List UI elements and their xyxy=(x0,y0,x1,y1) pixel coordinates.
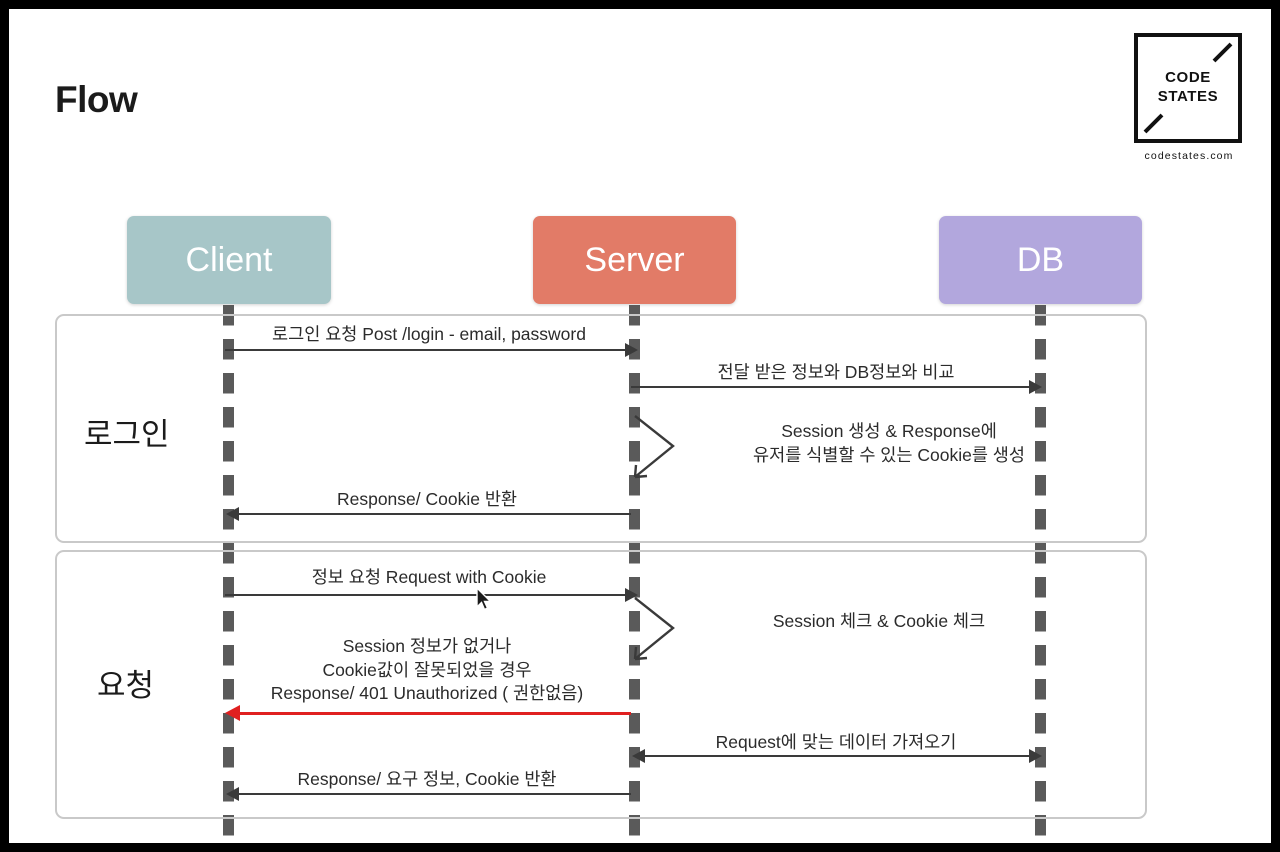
message-label-m9: Response/ 요구 정보, Cookie 반환 xyxy=(297,769,557,789)
logo-text-line1: CODE xyxy=(1165,69,1211,87)
actor-label-client: Client xyxy=(185,240,273,279)
lifeline-server xyxy=(629,305,640,843)
logo-box: CODE STATES xyxy=(1134,33,1242,143)
message-label-m6: Session 체크 & Cookie 체크 xyxy=(772,611,986,631)
logo-text-line2: STATES xyxy=(1157,88,1219,105)
selfloop-arrow-m6 xyxy=(633,595,681,663)
lifeline-db xyxy=(1035,305,1046,843)
arrowhead-right-m1 xyxy=(625,343,638,357)
actor-box-client: Client xyxy=(127,216,331,304)
message-label-m1: 로그인 요청 Post /login - email, password xyxy=(272,324,586,344)
message-line-m2 xyxy=(631,386,1031,388)
actor-label-server: Server xyxy=(584,240,685,279)
message-label-m7: Session 정보가 없거나 Cookie값이 잘못되었을 경우 Respon… xyxy=(270,636,584,704)
arrowhead-right-m8 xyxy=(1029,749,1042,763)
diagram-canvas: Flow CODE STATES codestates.com xyxy=(9,9,1271,843)
actor-box-server: Server xyxy=(533,216,736,304)
mouse-pointer-icon xyxy=(475,587,495,613)
message-line-m9 xyxy=(239,793,631,795)
actor-label-db: DB xyxy=(1016,240,1065,279)
logo-url: codestates.com xyxy=(1144,150,1234,162)
arrowhead-left-m4 xyxy=(226,507,239,521)
arrowhead-left-m8 xyxy=(632,749,645,763)
arrow-down-left-icon xyxy=(1140,111,1166,137)
codestates-logo: CODE STATES codestates.com xyxy=(1134,33,1244,162)
message-line-m8 xyxy=(645,755,1031,757)
arrow-up-right-icon xyxy=(1210,39,1236,65)
message-line-m4 xyxy=(239,513,631,515)
message-label-m4: Response/ Cookie 반환 xyxy=(336,489,518,509)
message-label-m2: 전달 받은 정보와 DB정보와 비교 xyxy=(717,362,955,382)
page-title: Flow xyxy=(55,79,138,120)
section-label-login: 로그인 xyxy=(84,417,170,452)
message-line-m5 xyxy=(225,594,627,596)
section-frame-login xyxy=(55,314,1147,543)
lifeline-client xyxy=(223,305,234,843)
message-label-m3: Session 생성 & Response에 유저를 식별할 수 있는 Cook… xyxy=(753,421,1025,465)
message-label-m8: Request에 맞는 데이터 가져오기 xyxy=(715,732,957,752)
message-label-m5: 정보 요청 Request with Cookie xyxy=(311,567,547,587)
actor-box-db: DB xyxy=(939,216,1142,304)
arrowhead-left-m7 xyxy=(225,705,240,721)
arrowhead-right-m2 xyxy=(1029,380,1042,394)
section-frame-request xyxy=(55,550,1147,819)
message-line-m1 xyxy=(225,349,627,351)
selfloop-arrow-m3 xyxy=(633,413,681,481)
message-line-m7 xyxy=(239,712,631,715)
section-label-request: 요청 xyxy=(97,668,155,703)
arrowhead-left-m9 xyxy=(226,787,239,801)
